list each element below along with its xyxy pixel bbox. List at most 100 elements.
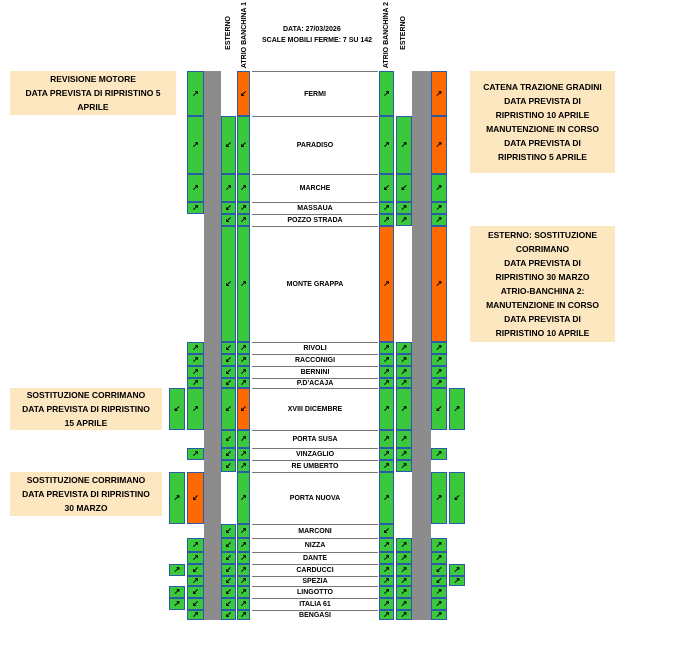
escalator-up-icon[interactable]: ↗ [379, 538, 394, 552]
escalator-up-icon[interactable]: ↗ [187, 202, 204, 214]
escalator-up-icon[interactable]: ↗ [379, 342, 394, 354]
escalator-down-icon[interactable]: ↙ [221, 538, 236, 552]
escalator-up-icon[interactable]: ↗ [396, 388, 412, 430]
escalator-up-icon[interactable]: ↗ [431, 226, 447, 342]
escalator-up-icon[interactable]: ↙ [449, 472, 465, 524]
escalator-up-icon[interactable]: ↗ [379, 586, 394, 598]
escalator-down-icon[interactable]: ↙ [221, 610, 236, 620]
escalator-up-icon[interactable]: ↗ [396, 460, 412, 472]
escalator-down-icon[interactable]: ↗ [449, 564, 465, 576]
escalator-up-icon[interactable]: ↗ [431, 354, 447, 366]
escalator-up-icon[interactable]: ↗ [431, 552, 447, 564]
escalator-up-icon[interactable]: ↗ [187, 342, 204, 354]
escalator-up-icon[interactable]: ↗ [396, 564, 412, 576]
escalator-down-icon[interactable]: ↙ [221, 354, 236, 366]
escalator-up-icon[interactable]: ↗ [396, 576, 412, 586]
escalator-up-icon[interactable]: ↗ [379, 460, 394, 472]
escalator-down-icon[interactable]: ↗ [169, 472, 185, 524]
escalator-up-icon[interactable]: ↗ [187, 378, 204, 388]
escalator-up-icon[interactable]: ↗ [431, 174, 447, 202]
escalator-up-icon[interactable]: ↗ [237, 202, 250, 214]
escalator-down-icon[interactable]: ↙ [431, 388, 447, 430]
escalator-up-icon[interactable]: ↗ [237, 598, 250, 610]
escalator-up-icon[interactable]: ↗ [237, 552, 250, 564]
escalator-up-icon[interactable]: ↗ [379, 576, 394, 586]
escalator-up-icon[interactable]: ↗ [396, 610, 412, 620]
escalator-down-icon[interactable]: ↙ [221, 116, 236, 174]
escalator-down-icon[interactable]: ↙ [187, 564, 204, 576]
escalator-up-icon[interactable]: ↗ [431, 598, 447, 610]
escalator-up-icon[interactable]: ↗ [187, 448, 204, 460]
escalator-up-icon[interactable]: ↗ [237, 538, 250, 552]
escalator-down-icon[interactable]: ↗ [169, 598, 185, 610]
escalator-up-icon[interactable]: ↗ [396, 202, 412, 214]
escalator-up-icon[interactable]: ↗ [396, 598, 412, 610]
escalator-up-icon[interactable]: ↗ [187, 388, 204, 430]
escalator-up-icon[interactable]: ↗ [396, 552, 412, 564]
escalator-up-icon[interactable]: ↗ [187, 354, 204, 366]
escalator-up-icon[interactable]: ↗ [237, 342, 250, 354]
escalator-down-icon[interactable]: ↙ [221, 598, 236, 610]
escalator-up-icon[interactable]: ↗ [221, 174, 236, 202]
escalator-down-icon[interactable]: ↙ [221, 576, 236, 586]
escalator-up-icon[interactable]: ↗ [237, 610, 250, 620]
escalator-up-icon[interactable]: ↗ [379, 552, 394, 564]
escalator-down-icon[interactable]: ↗ [169, 586, 185, 598]
escalator-up-icon[interactable]: ↗ [396, 538, 412, 552]
escalator-down-icon[interactable]: ↙ [379, 174, 394, 202]
escalator-up-icon[interactable]: ↗ [379, 214, 394, 226]
escalator-up-icon[interactable]: ↗ [379, 71, 394, 116]
escalator-up-icon[interactable]: ↗ [379, 564, 394, 576]
escalator-up-icon[interactable]: ↗ [237, 366, 250, 378]
escalator-up-icon[interactable]: ↗ [237, 354, 250, 366]
escalator-up-icon[interactable]: ↗ [379, 610, 394, 620]
escalator-up-icon[interactable]: ↗ [187, 552, 204, 564]
escalator-up-icon[interactable]: ↙ [169, 388, 185, 430]
escalator-up-icon[interactable]: ↗ [431, 448, 447, 460]
escalator-up-icon[interactable]: ↗ [237, 460, 250, 472]
escalator-up-icon[interactable]: ↗ [379, 430, 394, 448]
escalator-up-icon[interactable]: ↗ [379, 202, 394, 214]
escalator-up-icon[interactable]: ↗ [396, 354, 412, 366]
escalator-up-icon[interactable]: ↗ [187, 366, 204, 378]
escalator-up-icon[interactable]: ↗ [379, 354, 394, 366]
escalator-up-icon[interactable]: ↗ [379, 226, 394, 342]
escalator-up-icon[interactable]: ↗ [237, 576, 250, 586]
escalator-up-icon[interactable]: ↗ [396, 586, 412, 598]
escalator-down-icon[interactable]: ↙ [221, 552, 236, 564]
escalator-up-icon[interactable]: ↗ [396, 448, 412, 460]
escalator-down-icon[interactable]: ↙ [221, 226, 236, 342]
escalator-up-icon[interactable]: ↗ [431, 342, 447, 354]
escalator-up-icon[interactable]: ↗ [187, 71, 204, 116]
escalator-down-icon[interactable]: ↙ [221, 214, 236, 226]
escalator-down-icon[interactable]: ↙ [237, 71, 250, 116]
escalator-up-icon[interactable]: ↗ [431, 214, 447, 226]
escalator-down-icon[interactable]: ↙ [221, 448, 236, 460]
escalator-up-icon[interactable]: ↗ [237, 472, 250, 524]
escalator-down-icon[interactable]: ↙ [221, 430, 236, 448]
escalator-up-icon[interactable]: ↗ [396, 378, 412, 388]
escalator-up-icon[interactable]: ↗ [396, 430, 412, 448]
escalator-up-icon[interactable]: ↗ [396, 214, 412, 226]
escalator-up-icon[interactable]: ↗ [396, 366, 412, 378]
escalator-up-icon[interactable]: ↗ [237, 378, 250, 388]
escalator-up-icon[interactable]: ↗ [431, 472, 447, 524]
escalator-down-icon[interactable]: ↙ [221, 202, 236, 214]
escalator-down-icon[interactable]: ↙ [221, 378, 236, 388]
escalator-up-icon[interactable]: ↗ [379, 388, 394, 430]
escalator-up-icon[interactable]: ↗ [431, 586, 447, 598]
escalator-up-icon[interactable]: ↗ [431, 71, 447, 116]
escalator-up-icon[interactable]: ↗ [396, 342, 412, 354]
escalator-down-icon[interactable]: ↙ [379, 524, 394, 538]
escalator-up-icon[interactable]: ↗ [187, 538, 204, 552]
escalator-down-icon[interactable]: ↙ [431, 564, 447, 576]
escalator-down-icon[interactable]: ↙ [187, 598, 204, 610]
escalator-down-icon[interactable]: ↙ [396, 174, 412, 202]
escalator-up-icon[interactable]: ↗ [237, 586, 250, 598]
escalator-down-icon[interactable]: ↙ [237, 388, 250, 430]
escalator-up-icon[interactable]: ↗ [431, 610, 447, 620]
escalator-up-icon[interactable]: ↗ [187, 174, 204, 202]
escalator-down-icon[interactable]: ↗ [449, 576, 465, 586]
escalator-down-icon[interactable]: ↙ [221, 564, 236, 576]
escalator-down-icon[interactable]: ↗ [169, 564, 185, 576]
